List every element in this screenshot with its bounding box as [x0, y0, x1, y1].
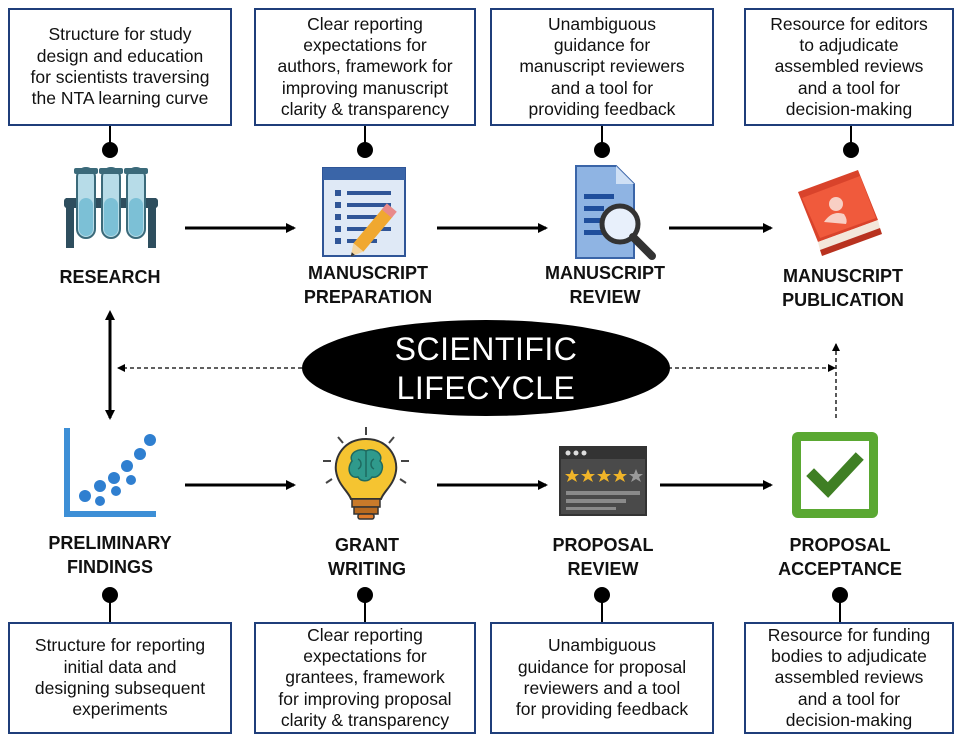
stage-label-preliminary-findings: PRELIMINARY FINDINGS	[48, 533, 172, 577]
scatter-plot-icon	[64, 428, 156, 517]
description-box-research: Structure for study design and education…	[8, 8, 232, 126]
connector-dot	[843, 142, 859, 158]
lightbulb-brain-icon	[323, 427, 409, 520]
description-box-manuscript-publication: Resource for editors to adjudicate assem…	[744, 8, 954, 126]
book-icon	[798, 170, 882, 256]
stage-label-manuscript-review: MANUSCRIPT REVIEW	[545, 263, 665, 307]
center-lifecycle-label: SCIENTIFIC LIFECYCLE	[394, 331, 578, 407]
stage-label-grant-writing: GRANT WRITING	[328, 535, 406, 579]
stage-label-research: RESEARCH	[59, 267, 161, 287]
bottom-connectors	[102, 587, 848, 622]
description-box-proposal-review: Unambiguous guidance for proposal review…	[490, 622, 714, 734]
top-connectors	[102, 125, 859, 158]
center-ellipse	[302, 320, 670, 416]
description-box-proposal-acceptance: Resource for funding bodies to adjudicat…	[744, 622, 954, 734]
stage-label-manuscript-preparation: MANUSCRIPT PREPARATION	[303, 263, 433, 307]
description-box-manuscript-review: Unambiguous guidance for manuscript revi…	[490, 8, 714, 126]
stage-label-proposal-review: PROPOSAL REVIEW	[552, 535, 654, 579]
document-pencil-icon	[322, 167, 406, 257]
dashed-arrows	[117, 343, 840, 418]
description-box-manuscript-preparation: Clear reporting expectations for authors…	[254, 8, 476, 126]
test-tubes-icon	[64, 167, 158, 248]
stage-label-manuscript-publication: MANUSCRIPT PUBLICATION	[782, 266, 904, 310]
description-box-grant-writing: Clear reporting expectations for grantee…	[254, 622, 476, 734]
connector-dot	[357, 142, 373, 158]
rating-window-icon	[559, 446, 647, 516]
connector-dot	[594, 142, 610, 158]
flow-arrows	[105, 223, 773, 490]
document-magnifier-icon	[575, 165, 656, 260]
stage-label-proposal-acceptance: PROPOSAL ACCEPTANCE	[778, 535, 902, 579]
checkmark-icon	[792, 432, 878, 518]
connector-dot	[102, 142, 118, 158]
description-box-preliminary-findings: Structure for reporting initial data and…	[8, 622, 232, 734]
